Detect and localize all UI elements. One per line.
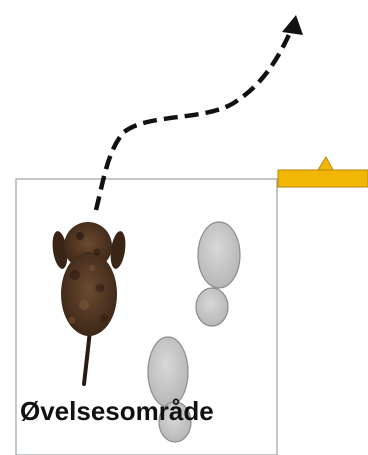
footprint-icon xyxy=(195,221,241,327)
training-area-box xyxy=(15,178,278,455)
dog-path-dashed-line xyxy=(93,27,295,211)
yellow-flag-marker-icon xyxy=(277,155,368,188)
training-area-label: Øvelsesområde xyxy=(20,396,214,426)
dog-topview-icon xyxy=(52,222,126,386)
path-arrow-head-icon xyxy=(282,15,303,35)
footprint-icon xyxy=(147,336,192,443)
